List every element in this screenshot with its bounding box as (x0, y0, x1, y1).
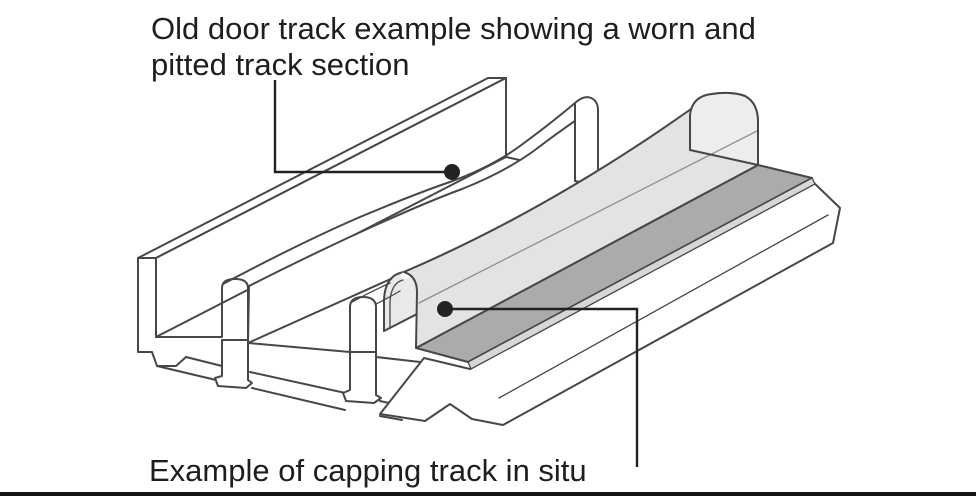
wall-front-edge (137, 257, 187, 367)
worn-track-leader-line (273, 80, 446, 174)
worn-track-callout-dot (444, 164, 460, 180)
capping-track (351, 91, 816, 370)
worn-rail (222, 96, 599, 344)
bottom-rule (0, 492, 976, 496)
worn-rail-end-face (574, 96, 599, 187)
capping-mid-line (418, 130, 758, 304)
capping-track-leader-line (445, 307, 639, 467)
top-caption-line1: Old door track example showing a worn an… (151, 11, 756, 46)
capping-flange-edge (467, 177, 816, 370)
rail-leg-front (214, 339, 253, 389)
worn-rail-crest-line (222, 102, 576, 285)
sill-bevel-line (498, 214, 829, 399)
top-caption: Old door track example showing a worn an… (151, 11, 756, 83)
capping-end-face (689, 91, 759, 166)
bottom-caption: Example of capping track in situ (149, 453, 587, 488)
top-caption-line2: pitted track section (151, 47, 410, 82)
worn-track-callout (273, 80, 460, 180)
front-profile (137, 257, 421, 363)
capping-track-callout (437, 301, 639, 467)
capping-track-callout-dot (437, 301, 453, 317)
rail-leg-rear (342, 351, 382, 404)
capping-lip-inner-line (389, 279, 404, 328)
